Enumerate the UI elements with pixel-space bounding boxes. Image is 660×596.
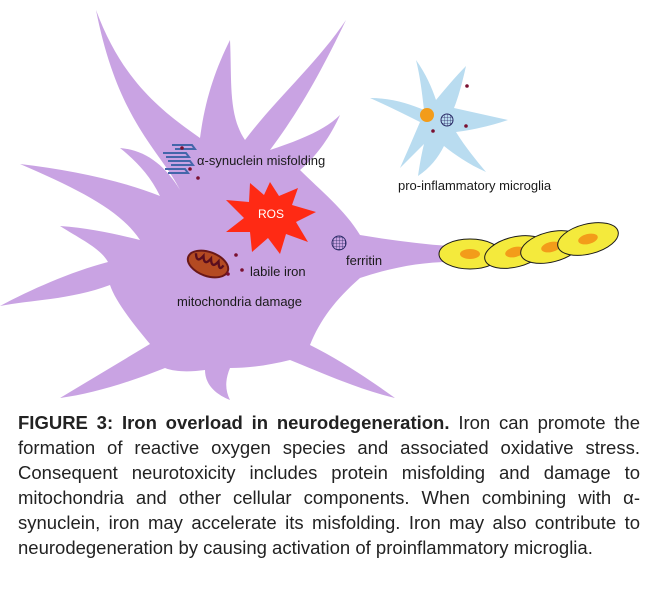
mitochondria-damage-label: mitochondria damage (177, 294, 302, 309)
microglia-iron-dot (465, 84, 469, 88)
ros-label: ROS (258, 207, 284, 221)
ros-burst (226, 182, 316, 254)
myelin-sheath (438, 222, 619, 270)
figure-caption-body: Iron can promote the formation of reacti… (18, 412, 640, 558)
synuclein-label: α-synuclein misfolding (197, 153, 325, 168)
labile-iron-dot (234, 253, 238, 257)
figure-label: FIGURE 3: (18, 412, 114, 433)
microglia-label: pro-inflammatory microglia (398, 178, 552, 193)
microglia-orange-particle (420, 108, 434, 122)
neuron-cell-body (0, 10, 450, 400)
neurodegeneration-diagram: α-synuclein misfolding ROS labile iron m… (0, 10, 619, 400)
microglia-ferritin-icon (440, 113, 454, 127)
synuclein-icon (163, 144, 200, 180)
labile-iron-dot (226, 272, 230, 276)
labile-iron-label: labile iron (250, 264, 306, 279)
microglia-cell (370, 60, 508, 176)
microglia-iron-dot (464, 124, 468, 128)
ferritin-label: ferritin (346, 253, 382, 268)
mitochondria-icon (186, 249, 230, 279)
figure-caption: FIGURE 3: Iron overload in neurodegenera… (18, 410, 640, 560)
labile-iron-dot (240, 268, 244, 272)
microglia-iron-dot (431, 129, 435, 133)
ferritin-icon (331, 235, 347, 251)
figure-title: Iron overload in neurodegeneration. (121, 412, 450, 433)
